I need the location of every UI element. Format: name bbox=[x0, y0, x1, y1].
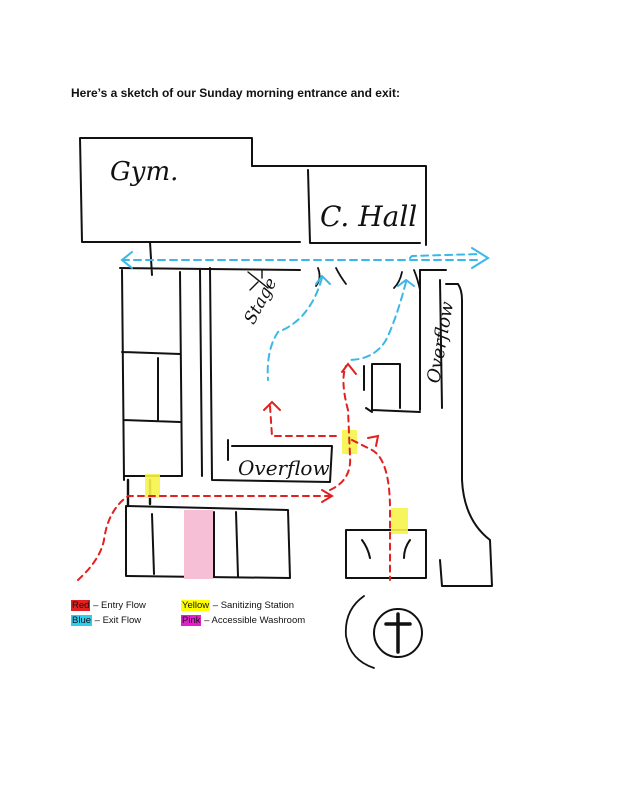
label-c-hall: C. Hall bbox=[320, 200, 417, 233]
legend-key-red: Red bbox=[71, 600, 91, 611]
left-wing bbox=[121, 269, 203, 481]
sanitizing-station-entrance bbox=[145, 474, 160, 498]
lower-wing bbox=[125, 505, 291, 579]
legend-key-blue: Blue bbox=[71, 615, 93, 626]
exit-flow-paths bbox=[121, 253, 481, 381]
stage-area bbox=[247, 269, 269, 291]
legend-desc-blue: – Exit Flow bbox=[94, 615, 142, 626]
label-overflow-bottom: Overflow bbox=[238, 456, 330, 480]
label-gym: Gym. bbox=[110, 157, 178, 187]
legend-exit-flow: Blue – Exit Flow bbox=[71, 615, 141, 626]
legend-entry-flow: Red – Entry Flow bbox=[71, 600, 146, 611]
right-lower-room bbox=[345, 529, 427, 579]
c-hall-room bbox=[251, 165, 427, 246]
legend-accessible-washroom: Pink – Accessible Washroom bbox=[181, 615, 305, 626]
sanitizing-station-lower bbox=[391, 508, 408, 534]
label-stage: Stage bbox=[240, 275, 281, 328]
legend-desc-red: – Entry Flow bbox=[93, 600, 146, 611]
sanctuary-walls bbox=[209, 267, 333, 483]
legend-desc-yellow: – Sanitizing Station bbox=[212, 600, 295, 611]
entry-flow-paths bbox=[77, 365, 391, 581]
label-overflow-right: Overflow bbox=[423, 299, 458, 384]
gym-room bbox=[79, 137, 301, 243]
entry-flow-arrowheads bbox=[263, 362, 380, 503]
page-heading: Here’s a sketch of our Sunday morning en… bbox=[71, 86, 400, 100]
accessible-washroom bbox=[184, 510, 213, 579]
legend-sanitizing-station: Yellow – Sanitizing Station bbox=[181, 600, 294, 611]
right-walls bbox=[363, 269, 443, 413]
cross-icon bbox=[384, 612, 412, 654]
legend-desc-pink: – Accessible Washroom bbox=[204, 615, 306, 626]
legend-key-pink: Pink bbox=[181, 615, 202, 626]
overflow-right-room bbox=[439, 283, 493, 587]
exit-flow-arrowheads bbox=[120, 247, 490, 287]
legend-key-yellow: Yellow bbox=[181, 600, 211, 611]
